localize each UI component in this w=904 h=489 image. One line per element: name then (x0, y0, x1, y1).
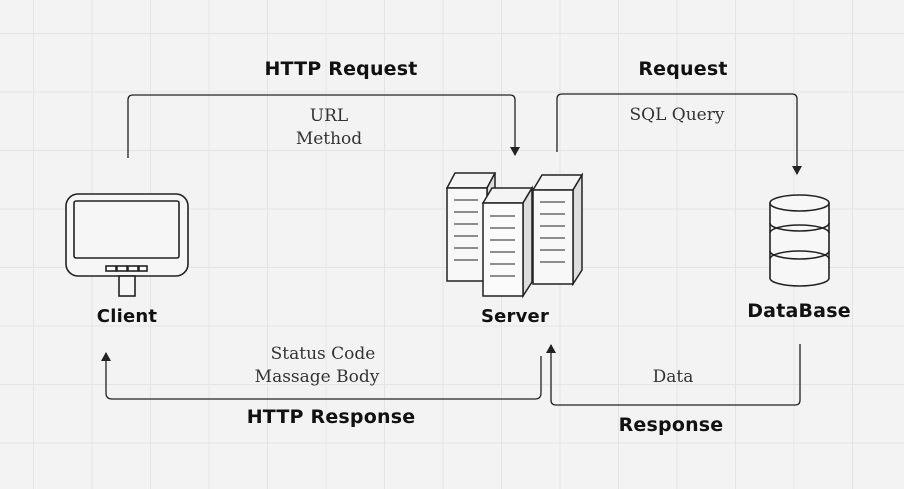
monitor-icon (65, 193, 189, 297)
request-connector (556, 93, 802, 175)
http-response-label: HTTP Response (246, 406, 416, 428)
server-node-label: Server (480, 306, 550, 327)
request-label: Request (638, 58, 728, 80)
response-connector (546, 344, 801, 406)
data-label: Data (652, 367, 694, 387)
client-node-label: Client (96, 306, 158, 327)
sql-query-label: SQL Query (629, 105, 725, 125)
http-request-connector (127, 94, 520, 158)
massage-body-label: Massage Body (254, 367, 380, 387)
database-cylinder-icon (769, 194, 830, 287)
database-node-label: DataBase (747, 300, 851, 322)
response-label: Response (618, 414, 724, 436)
url-label: URL (309, 106, 349, 126)
http-response-connector (101, 352, 542, 400)
http-request-label: HTTP Request (264, 58, 418, 80)
status-code-label: Status Code (270, 344, 376, 364)
server-rack-icon (445, 172, 584, 299)
method-label: Method (295, 129, 363, 149)
